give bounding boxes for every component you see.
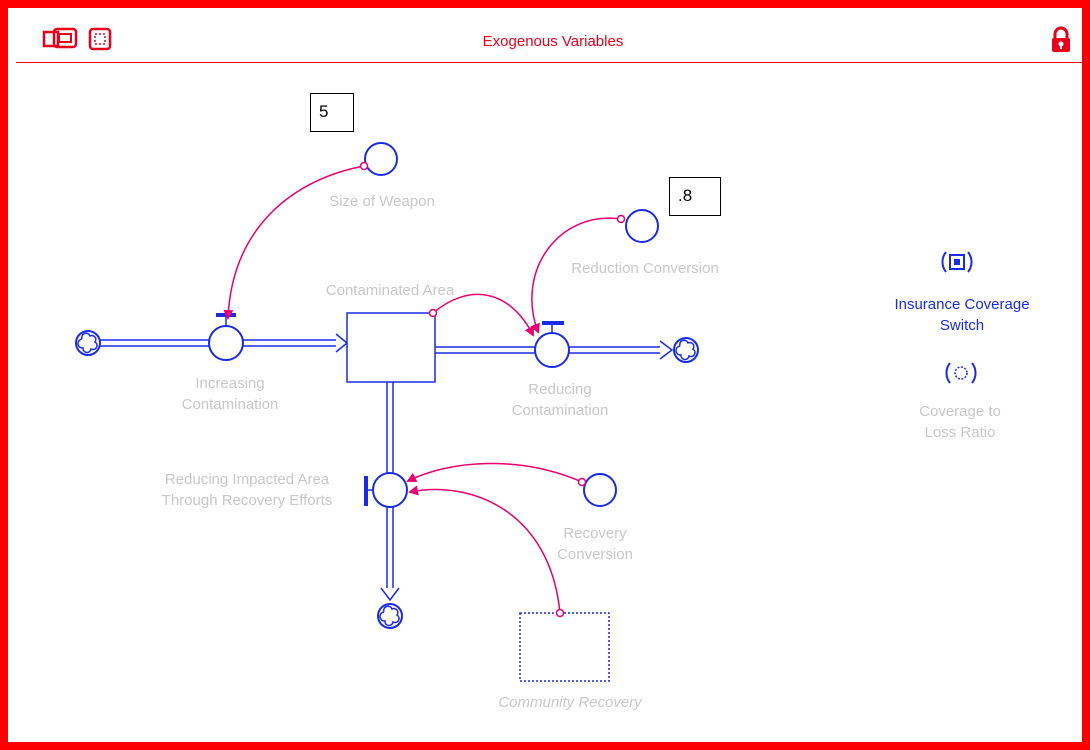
reducing-impacted-area-label: Reducing Impacted Area Through Recovery … xyxy=(161,471,333,509)
title-bar: Exogenous Variables xyxy=(16,16,1090,63)
coverage-to-loss-ratio-label: Coverage to Loss Ratio xyxy=(919,403,1001,441)
window-title: Exogenous Variables xyxy=(482,33,624,50)
reduction-conversion-label: Reduction Conversion xyxy=(571,260,719,277)
reducing-contamination-valve[interactable] xyxy=(534,321,570,368)
sink-cloud-icon[interactable] xyxy=(673,337,699,363)
connector-stock-to-reducing xyxy=(428,293,534,337)
two-windows-icon[interactable] xyxy=(42,27,80,53)
reduction-conversion-converter[interactable] xyxy=(625,209,659,243)
coverage-to-loss-ratio-icon[interactable] xyxy=(945,362,977,384)
reducing-contamination-label: Reducing Contamination xyxy=(511,381,609,419)
size-of-weapon-value-box[interactable]: 5 xyxy=(310,93,354,132)
insurance-coverage-switch-label: Insurance Coverage Switch xyxy=(894,296,1030,334)
connector-community-to-impacted xyxy=(408,485,565,618)
contaminated-area-label: Contaminated Area xyxy=(325,282,455,299)
insurance-coverage-switch-icon[interactable] xyxy=(941,251,973,273)
dotted-frame-icon[interactable] xyxy=(88,27,114,53)
connector-recovery-to-impacted xyxy=(406,462,587,487)
lock-icon[interactable] xyxy=(1050,25,1072,55)
recovery-conversion-label: Recovery Conversion xyxy=(557,525,633,563)
reducing-impacted-area-valve[interactable] xyxy=(364,472,408,508)
recovery-sink-cloud-icon[interactable] xyxy=(377,603,403,629)
contaminated-area-stock[interactable] xyxy=(346,312,436,383)
recovery-conversion-converter[interactable] xyxy=(583,473,617,507)
reduction-conversion-value-box[interactable]: .8 xyxy=(669,177,721,216)
community-recovery-module[interactable] xyxy=(519,612,610,682)
increasing-contamination-label: Increasing Contamination xyxy=(181,375,279,413)
community-recovery-label: Community Recovery xyxy=(498,694,642,711)
size-of-weapon-label: Size of Weapon xyxy=(329,193,435,210)
increasing-contamination-valve[interactable] xyxy=(208,313,244,361)
source-cloud-icon[interactable] xyxy=(75,330,101,356)
size-of-weapon-converter[interactable] xyxy=(364,142,398,176)
connector-weapon-to-increasing xyxy=(223,161,369,320)
connector-reduction-to-reducing xyxy=(530,214,626,334)
